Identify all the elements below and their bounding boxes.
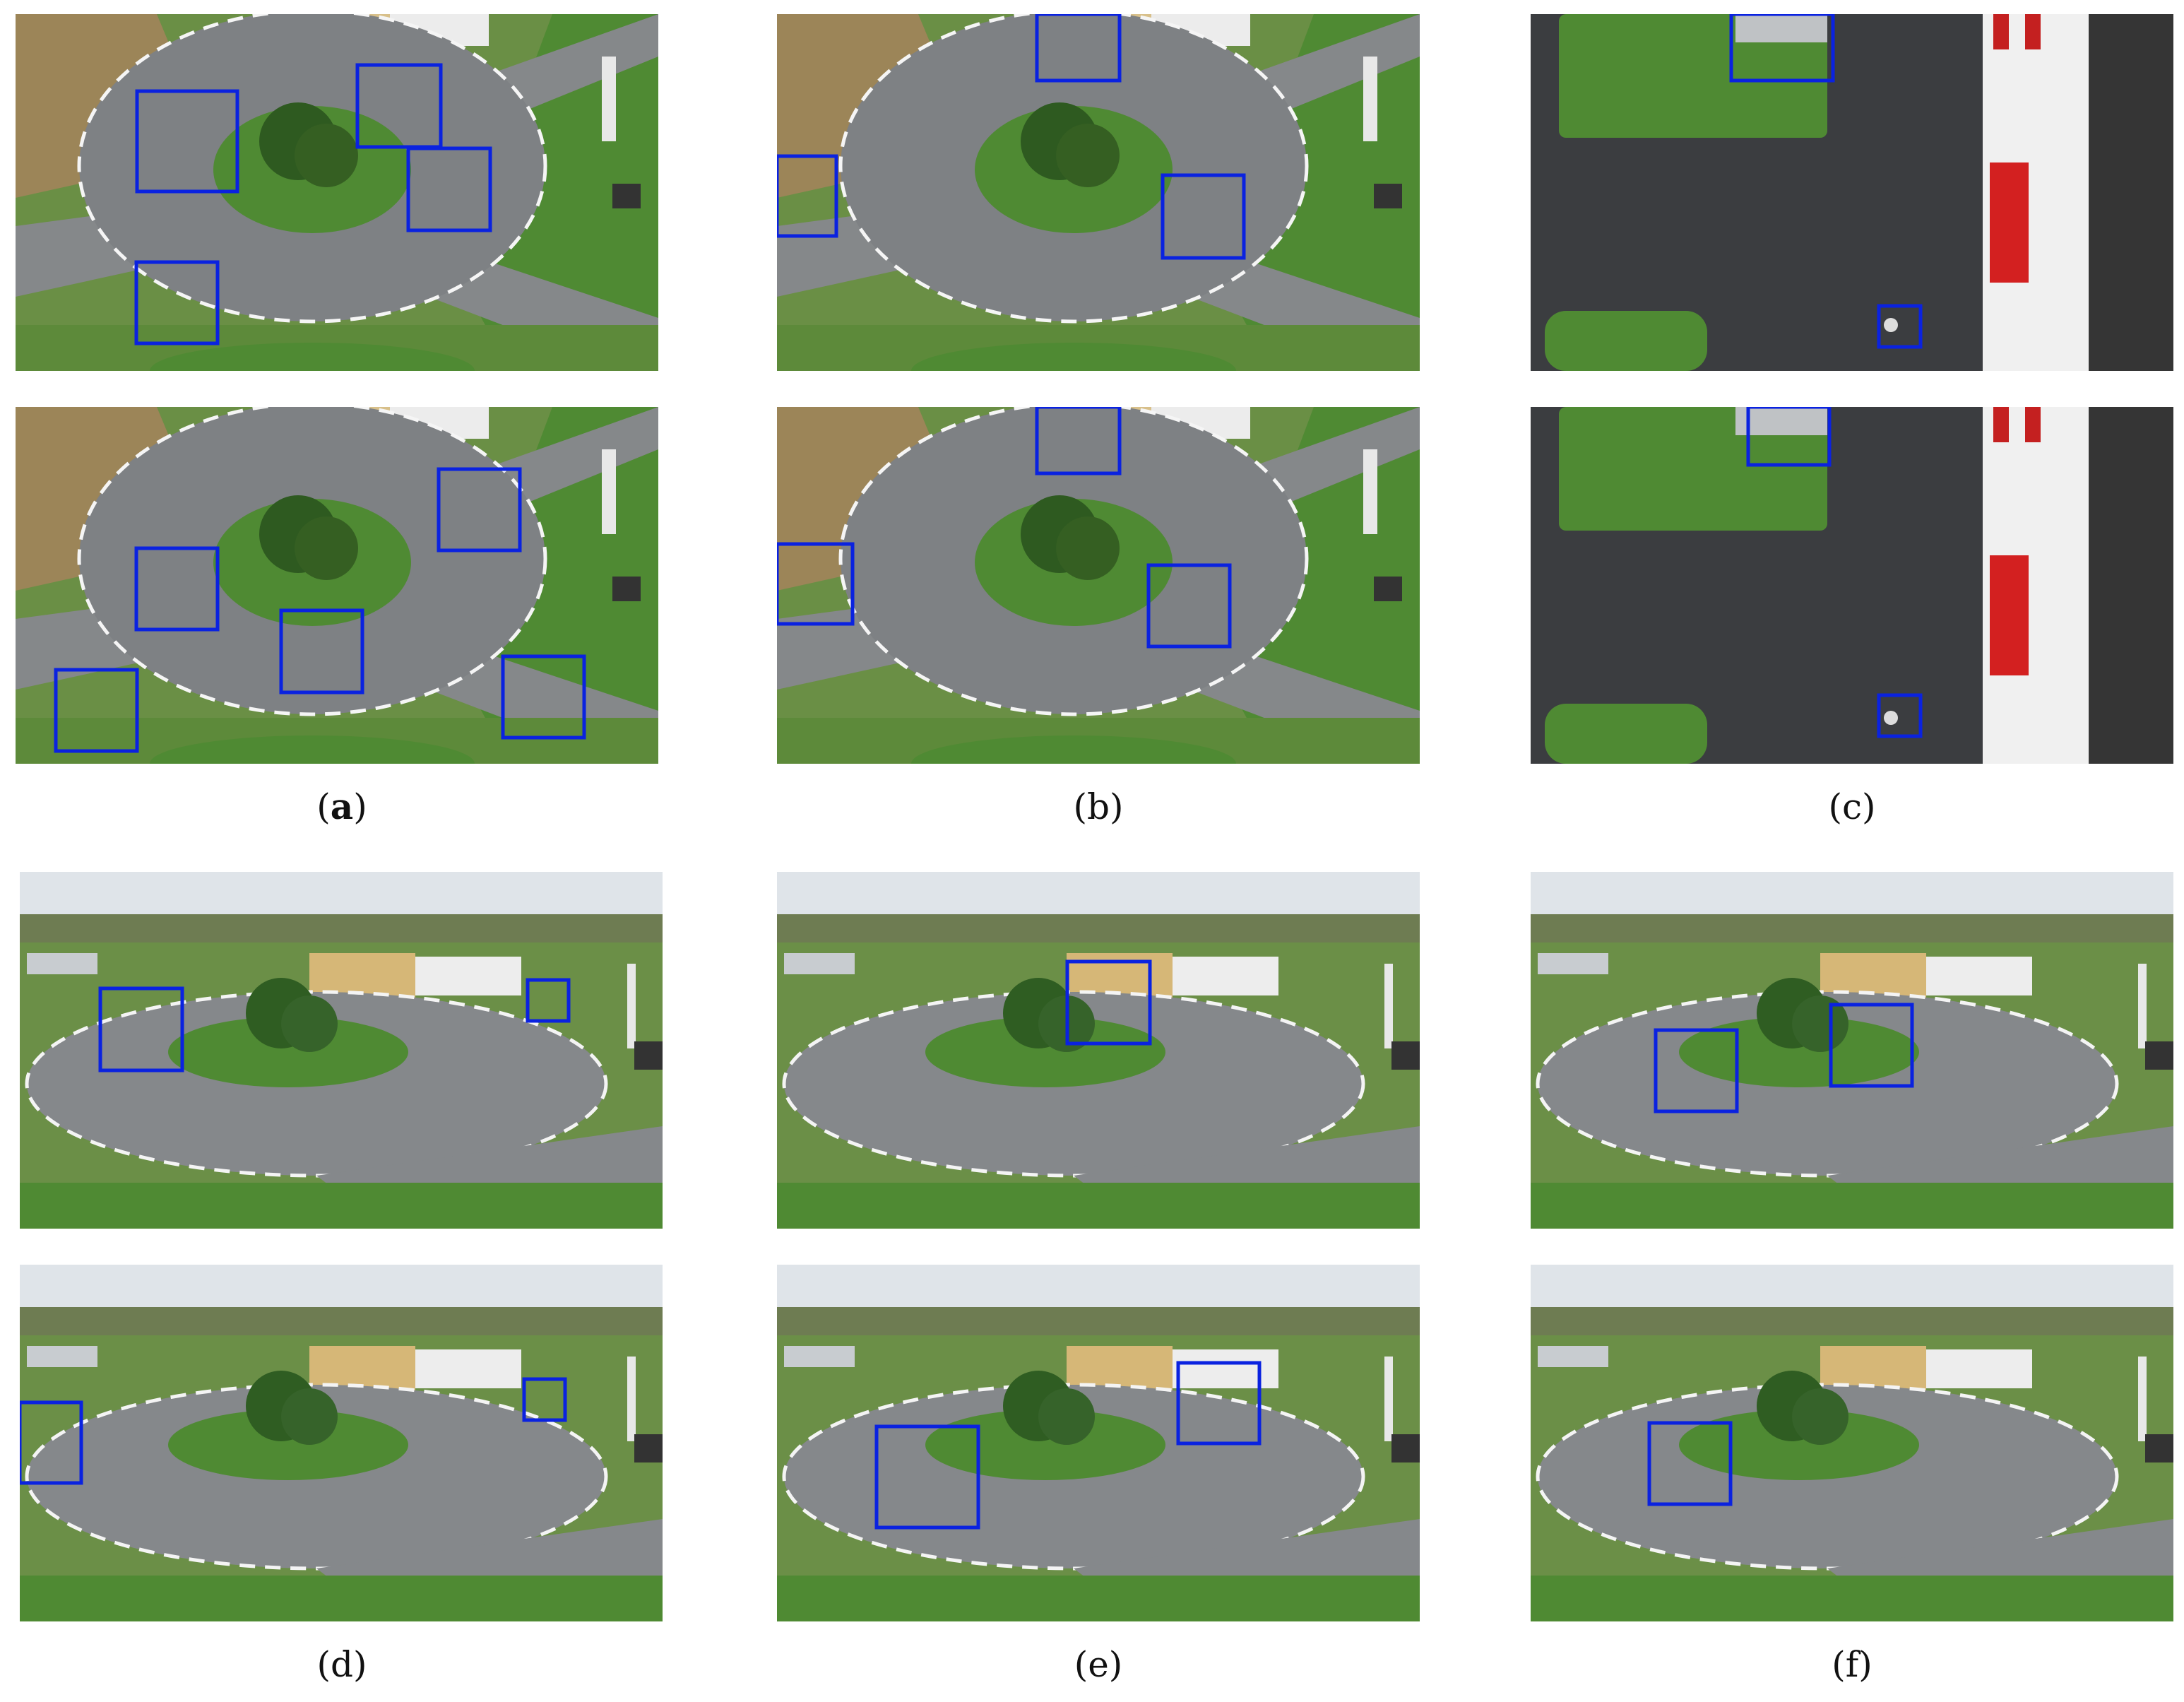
panel-a-top bbox=[16, 14, 658, 371]
detection-box bbox=[437, 467, 522, 552]
caption-c: (c) bbox=[1828, 786, 1876, 827]
panel-f-top bbox=[1531, 872, 2173, 1229]
detection-box bbox=[1065, 959, 1152, 1046]
detection-box bbox=[1035, 14, 1122, 83]
panel-b-bottom bbox=[777, 407, 1420, 764]
panel-b-top bbox=[777, 14, 1420, 371]
detection-box bbox=[501, 654, 586, 740]
caption-b: (b) bbox=[1073, 786, 1124, 827]
detection-box bbox=[1647, 1421, 1733, 1506]
detection-box bbox=[1654, 1028, 1739, 1113]
detection-box bbox=[1729, 14, 1835, 83]
caption-d: (d) bbox=[316, 1644, 367, 1685]
detection-box bbox=[1146, 563, 1232, 649]
panel-e-bottom bbox=[777, 1265, 1420, 1621]
detection-box bbox=[1035, 407, 1122, 475]
detection-box bbox=[1176, 1361, 1262, 1446]
detection-box bbox=[526, 978, 571, 1023]
detection-box bbox=[406, 146, 492, 232]
detection-box bbox=[874, 1424, 980, 1530]
detection-box bbox=[135, 89, 239, 194]
caption-f: (f) bbox=[1832, 1644, 1873, 1685]
detection-box bbox=[777, 542, 855, 626]
detection-box bbox=[134, 260, 220, 345]
panel-a-bottom bbox=[16, 407, 658, 764]
panel-c-top bbox=[1531, 14, 2173, 371]
detection-box bbox=[54, 668, 139, 753]
panel-e-top bbox=[777, 872, 1420, 1229]
caption-a: (a) bbox=[316, 786, 367, 827]
panel-c-bottom bbox=[1531, 407, 2173, 764]
detection-box bbox=[98, 986, 184, 1072]
detection-box bbox=[355, 63, 443, 149]
detection-box bbox=[1161, 173, 1246, 260]
detection-box bbox=[20, 1400, 83, 1485]
detection-box bbox=[522, 1377, 567, 1422]
detection-box bbox=[1746, 407, 1832, 467]
detection-box bbox=[1829, 1003, 1914, 1088]
caption-e: (e) bbox=[1074, 1644, 1123, 1685]
detection-box bbox=[279, 608, 364, 695]
panel-d-bottom bbox=[20, 1265, 663, 1621]
detection-box bbox=[1877, 693, 1923, 738]
panel-f-bottom bbox=[1531, 1265, 2173, 1621]
panel-d-top bbox=[20, 872, 663, 1229]
detection-box bbox=[134, 546, 220, 632]
detection-box bbox=[1877, 304, 1923, 349]
detection-box bbox=[777, 154, 838, 238]
